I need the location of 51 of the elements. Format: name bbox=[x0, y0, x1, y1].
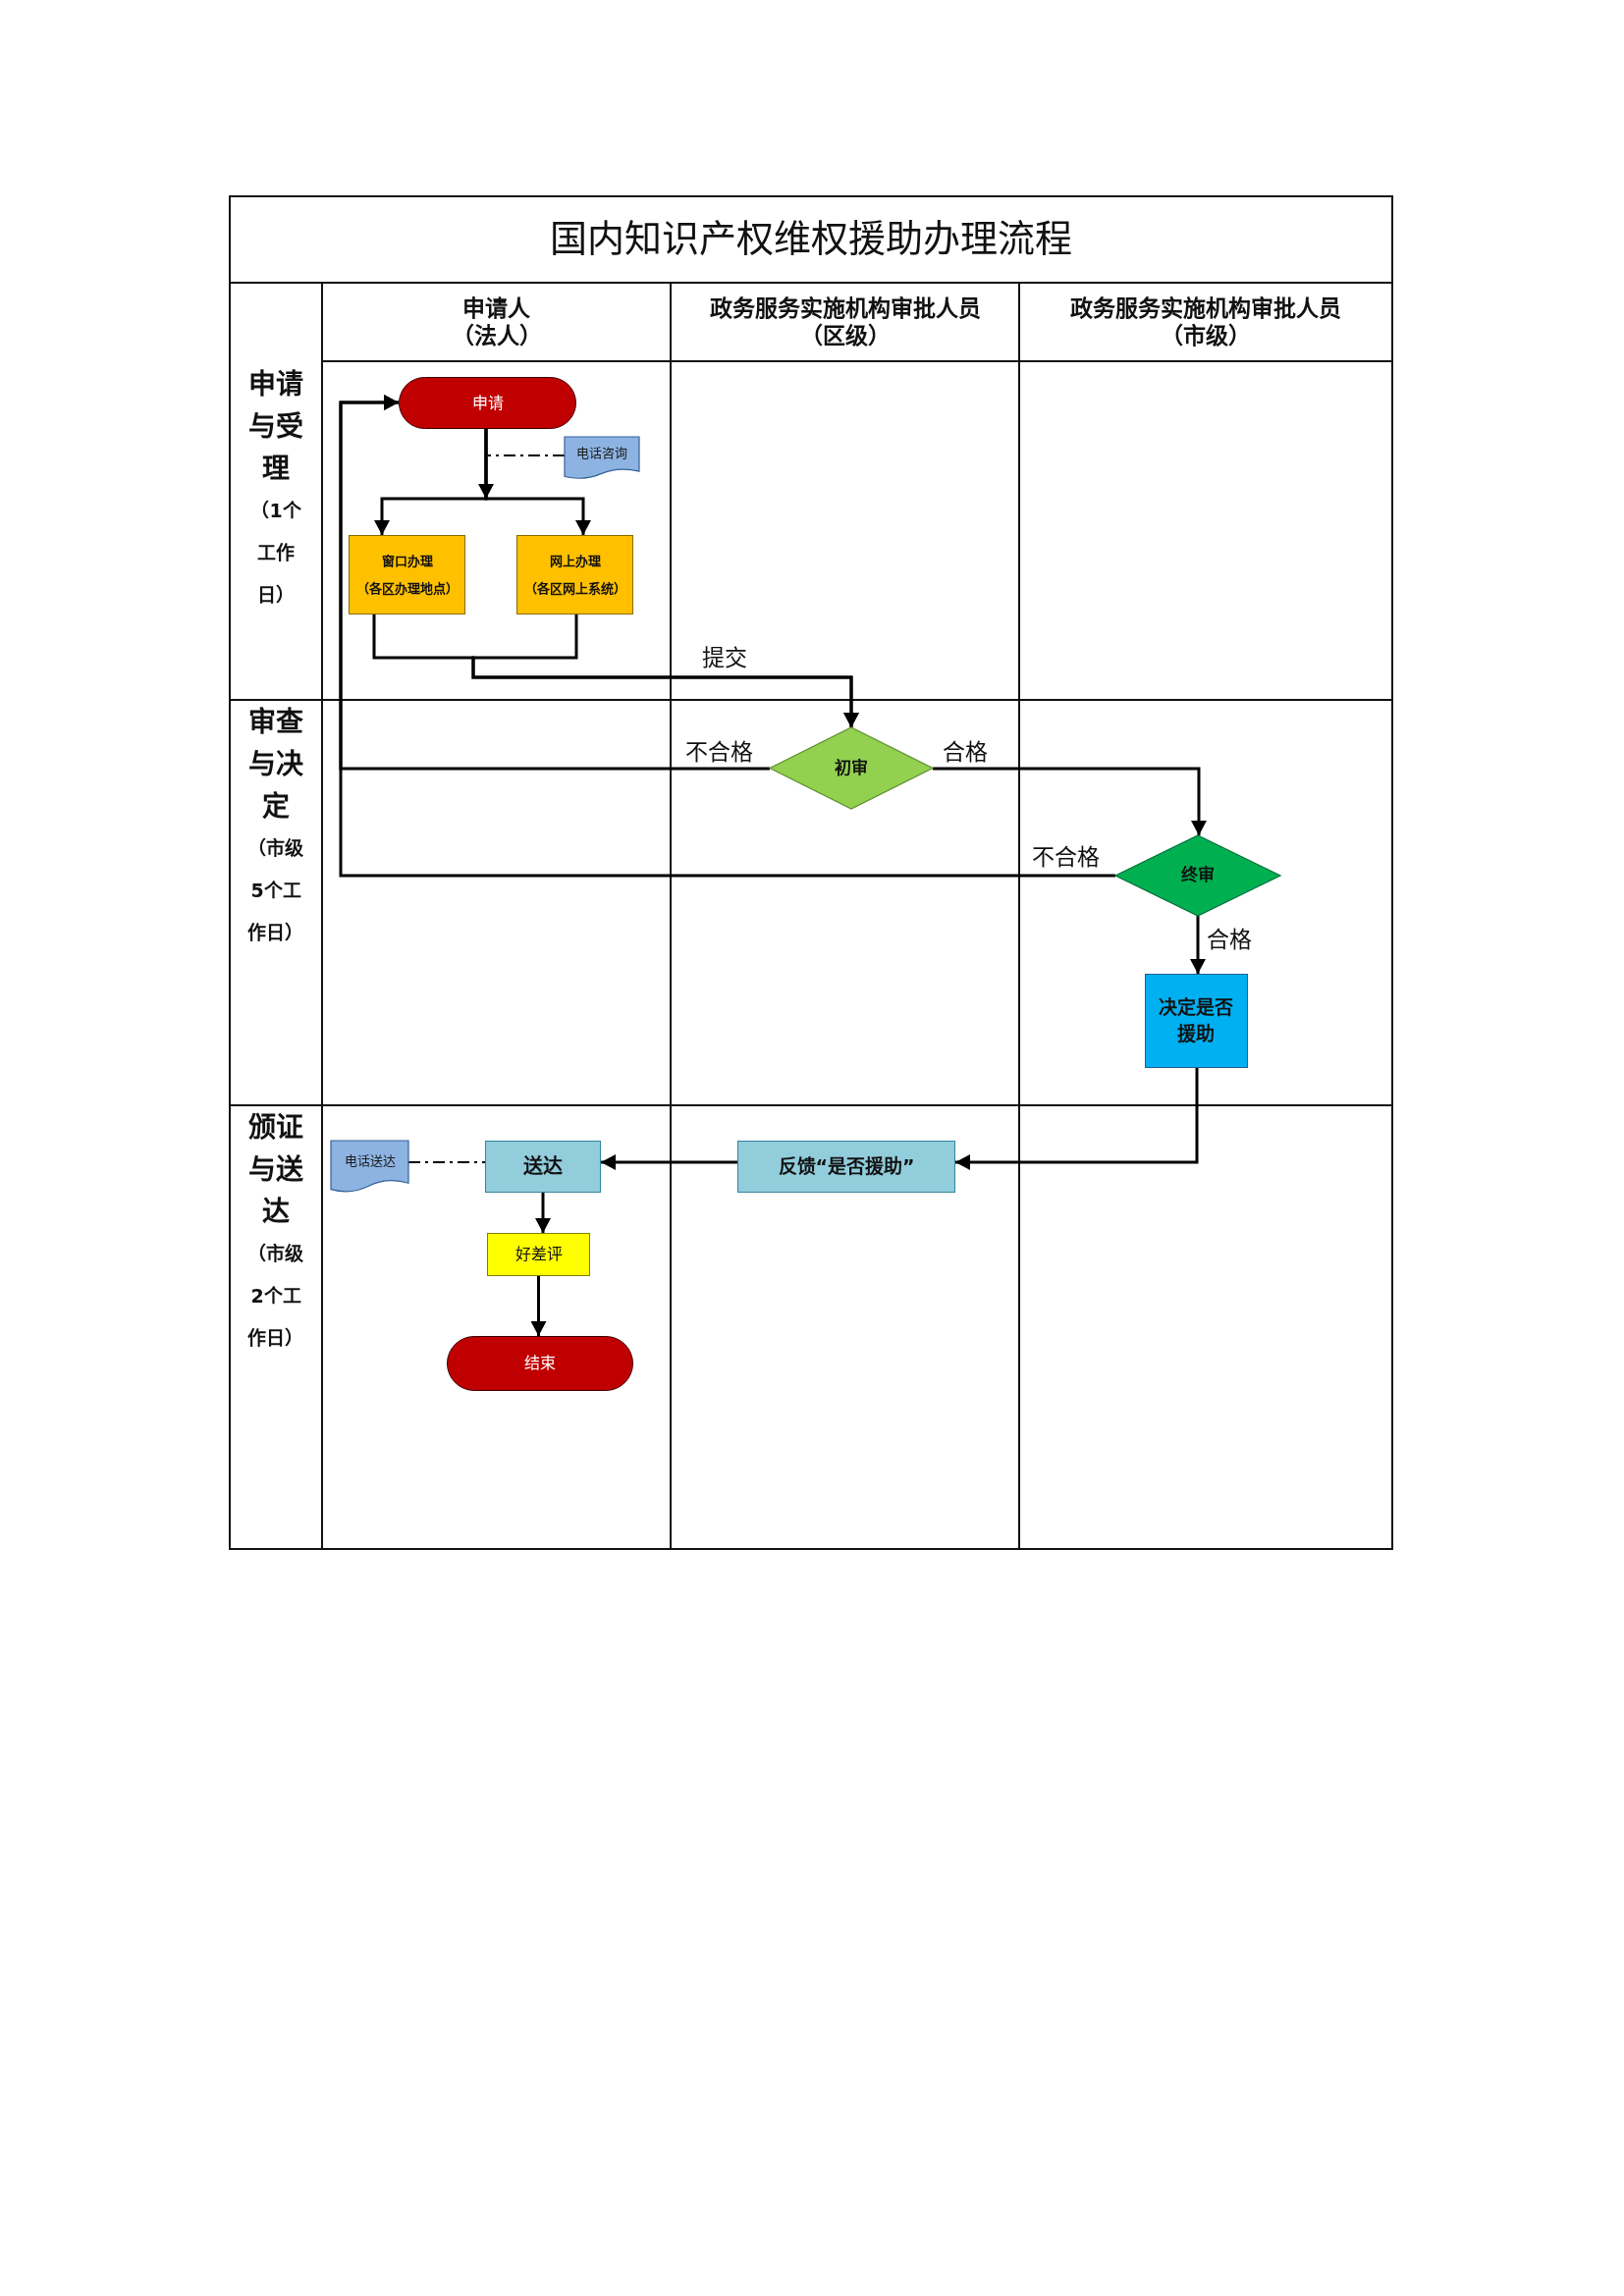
node-label: 窗口办理 bbox=[381, 552, 433, 570]
flow-arrow bbox=[478, 429, 494, 499]
edge-label: 合格 bbox=[942, 741, 989, 764]
leader-line bbox=[486, 454, 566, 456]
flow-arrow bbox=[1190, 916, 1206, 974]
lane-title: 申请与受理 bbox=[248, 367, 303, 487]
node-label: 网上办理 bbox=[549, 552, 601, 570]
flow-arrow bbox=[955, 1068, 1199, 1170]
node-label: 终审 bbox=[1181, 865, 1215, 886]
process-box bbox=[737, 1141, 955, 1193]
edge-label: 合格 bbox=[1206, 929, 1253, 951]
flow-arrow bbox=[530, 1276, 547, 1336]
edge-label: 提交 bbox=[701, 647, 748, 669]
lane-duration: （市级5个工作日） bbox=[246, 836, 305, 945]
node-label: 申请 bbox=[471, 393, 504, 413]
node-label: 电话送达 bbox=[344, 1152, 396, 1170]
lane-title: 颁证与送达 bbox=[248, 1110, 303, 1230]
document-shape bbox=[331, 1141, 408, 1194]
column-header: 政务服务实施机构审批人员（区级） bbox=[708, 294, 982, 349]
diagram-title: 国内知识产权维权援助办理流程 bbox=[550, 217, 1072, 262]
process-box bbox=[1145, 974, 1248, 1068]
lane-duration: （1个工作日） bbox=[249, 499, 302, 608]
node-label: （各区办理地点） bbox=[355, 579, 459, 598]
node-label: 结束 bbox=[524, 1354, 556, 1373]
terminal-pill bbox=[399, 377, 576, 429]
process-box bbox=[485, 1141, 601, 1193]
flow-arrow bbox=[601, 1154, 737, 1170]
node-label: 好差评 bbox=[514, 1245, 563, 1264]
process-box bbox=[516, 535, 633, 614]
process-box bbox=[487, 1233, 590, 1276]
lane-title: 审查与决定 bbox=[248, 705, 303, 825]
edge-label: 不合格 bbox=[684, 741, 754, 764]
terminal-pill bbox=[447, 1336, 633, 1391]
decision-diamond bbox=[1115, 835, 1280, 916]
node-label: 送达 bbox=[523, 1154, 563, 1179]
decision-diamond bbox=[770, 727, 933, 809]
lane-duration: （市级2个工作日） bbox=[246, 1242, 305, 1351]
edge-label: 不合格 bbox=[1031, 846, 1101, 869]
column-header: 申请人（法人） bbox=[450, 294, 543, 349]
column-header: 政务服务实施机构审批人员（市级） bbox=[1069, 294, 1342, 349]
node-label: （各区网上系统） bbox=[523, 579, 626, 598]
node-label: 反馈“是否援助” bbox=[778, 1154, 915, 1179]
node-label: 初审 bbox=[835, 757, 868, 779]
flow-arrow bbox=[535, 1193, 551, 1233]
node-label: 决定是否援助 bbox=[1158, 995, 1235, 1046]
document-shape bbox=[565, 437, 639, 480]
flow-arrow bbox=[339, 395, 1115, 878]
flow-arrow bbox=[933, 767, 1207, 835]
node-label: 电话咨询 bbox=[576, 445, 627, 462]
flow-arrow bbox=[471, 614, 859, 727]
process-box bbox=[349, 535, 465, 614]
